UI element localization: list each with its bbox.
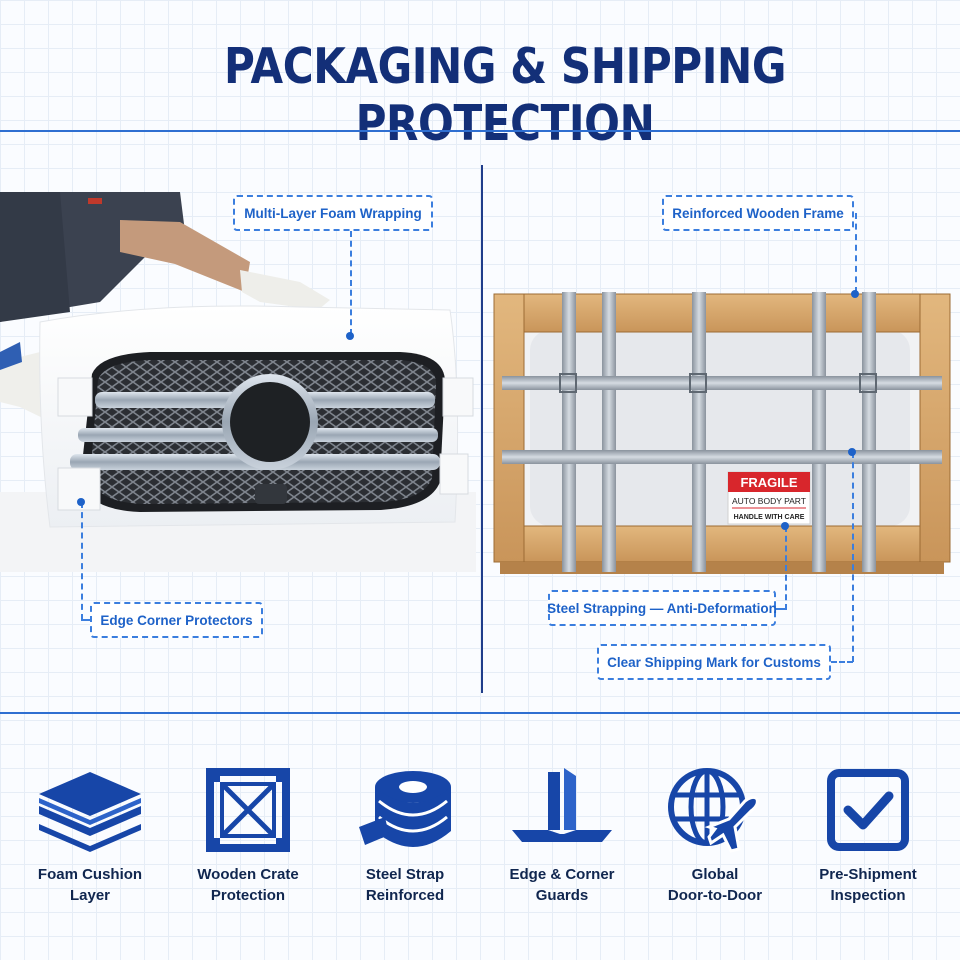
leader-dot: [346, 332, 354, 340]
leader-line: [831, 661, 853, 663]
label-line-1: AUTO BODY PART: [732, 496, 806, 506]
page-title: PACKAGING & SHIPPING PROTECTION: [223, 38, 787, 152]
callout-corner-protectors: Edge Corner Protectors: [90, 602, 263, 638]
steel-strap-roll-icon: [330, 760, 480, 860]
feature-line-1: Edge & Corner: [509, 866, 615, 883]
feature-line-2: Layer: [69, 887, 111, 904]
feature-line-1: Global: [691, 866, 739, 883]
corner-guard-icon: [487, 760, 637, 860]
leader-dot: [77, 498, 85, 506]
leader-dot: [848, 448, 856, 456]
leader-line: [776, 608, 786, 610]
top-divider: [0, 130, 960, 132]
leader-line: [350, 231, 352, 335]
feature-line-2: Guards: [535, 887, 589, 904]
feature-line-2: Door-to-Door: [667, 887, 763, 904]
feature-line-1: Pre-Shipment: [819, 866, 917, 883]
leader-line: [855, 213, 857, 293]
feature-line-1: Foam Cushion: [37, 866, 143, 883]
leader-line: [81, 619, 91, 621]
bottom-divider: [0, 712, 960, 714]
fragile-label: FRAGILE: [740, 475, 797, 490]
leader-line: [852, 452, 854, 662]
feature-line-2: Inspection: [830, 887, 906, 904]
label-line-2: HANDLE WITH CARE: [734, 514, 805, 521]
wooden-crate-icon: [173, 760, 323, 860]
globe-plane-icon: [640, 760, 790, 860]
leader-dot: [851, 290, 859, 298]
leader-dot: [781, 522, 789, 530]
callout-foam-wrapping: Multi-Layer Foam Wrapping: [233, 195, 433, 231]
checkbox-icon: [793, 760, 943, 860]
leader-line: [81, 502, 83, 620]
wooden-crate-photo: FRAGILE AUTO BODY PART HANDLE WITH CARE: [493, 292, 951, 574]
feature-line-2: Reinforced: [365, 887, 445, 904]
foam-layers-icon: [15, 760, 165, 860]
center-divider: [481, 165, 483, 693]
feature-line-1: Steel Strap: [365, 866, 445, 883]
leader-line: [785, 526, 787, 610]
grille-foam-photo: [0, 192, 476, 572]
feature-line-1: Wooden Crate: [197, 866, 299, 883]
feature-line-2: Protection: [210, 887, 286, 904]
callout-steel-strapping: Steel Strapping — Anti-Deformation: [547, 590, 777, 626]
callout-wooden-frame: Reinforced Wooden Frame: [662, 195, 854, 231]
callout-shipping-mark: Clear Shipping Mark for Customs: [597, 644, 831, 680]
